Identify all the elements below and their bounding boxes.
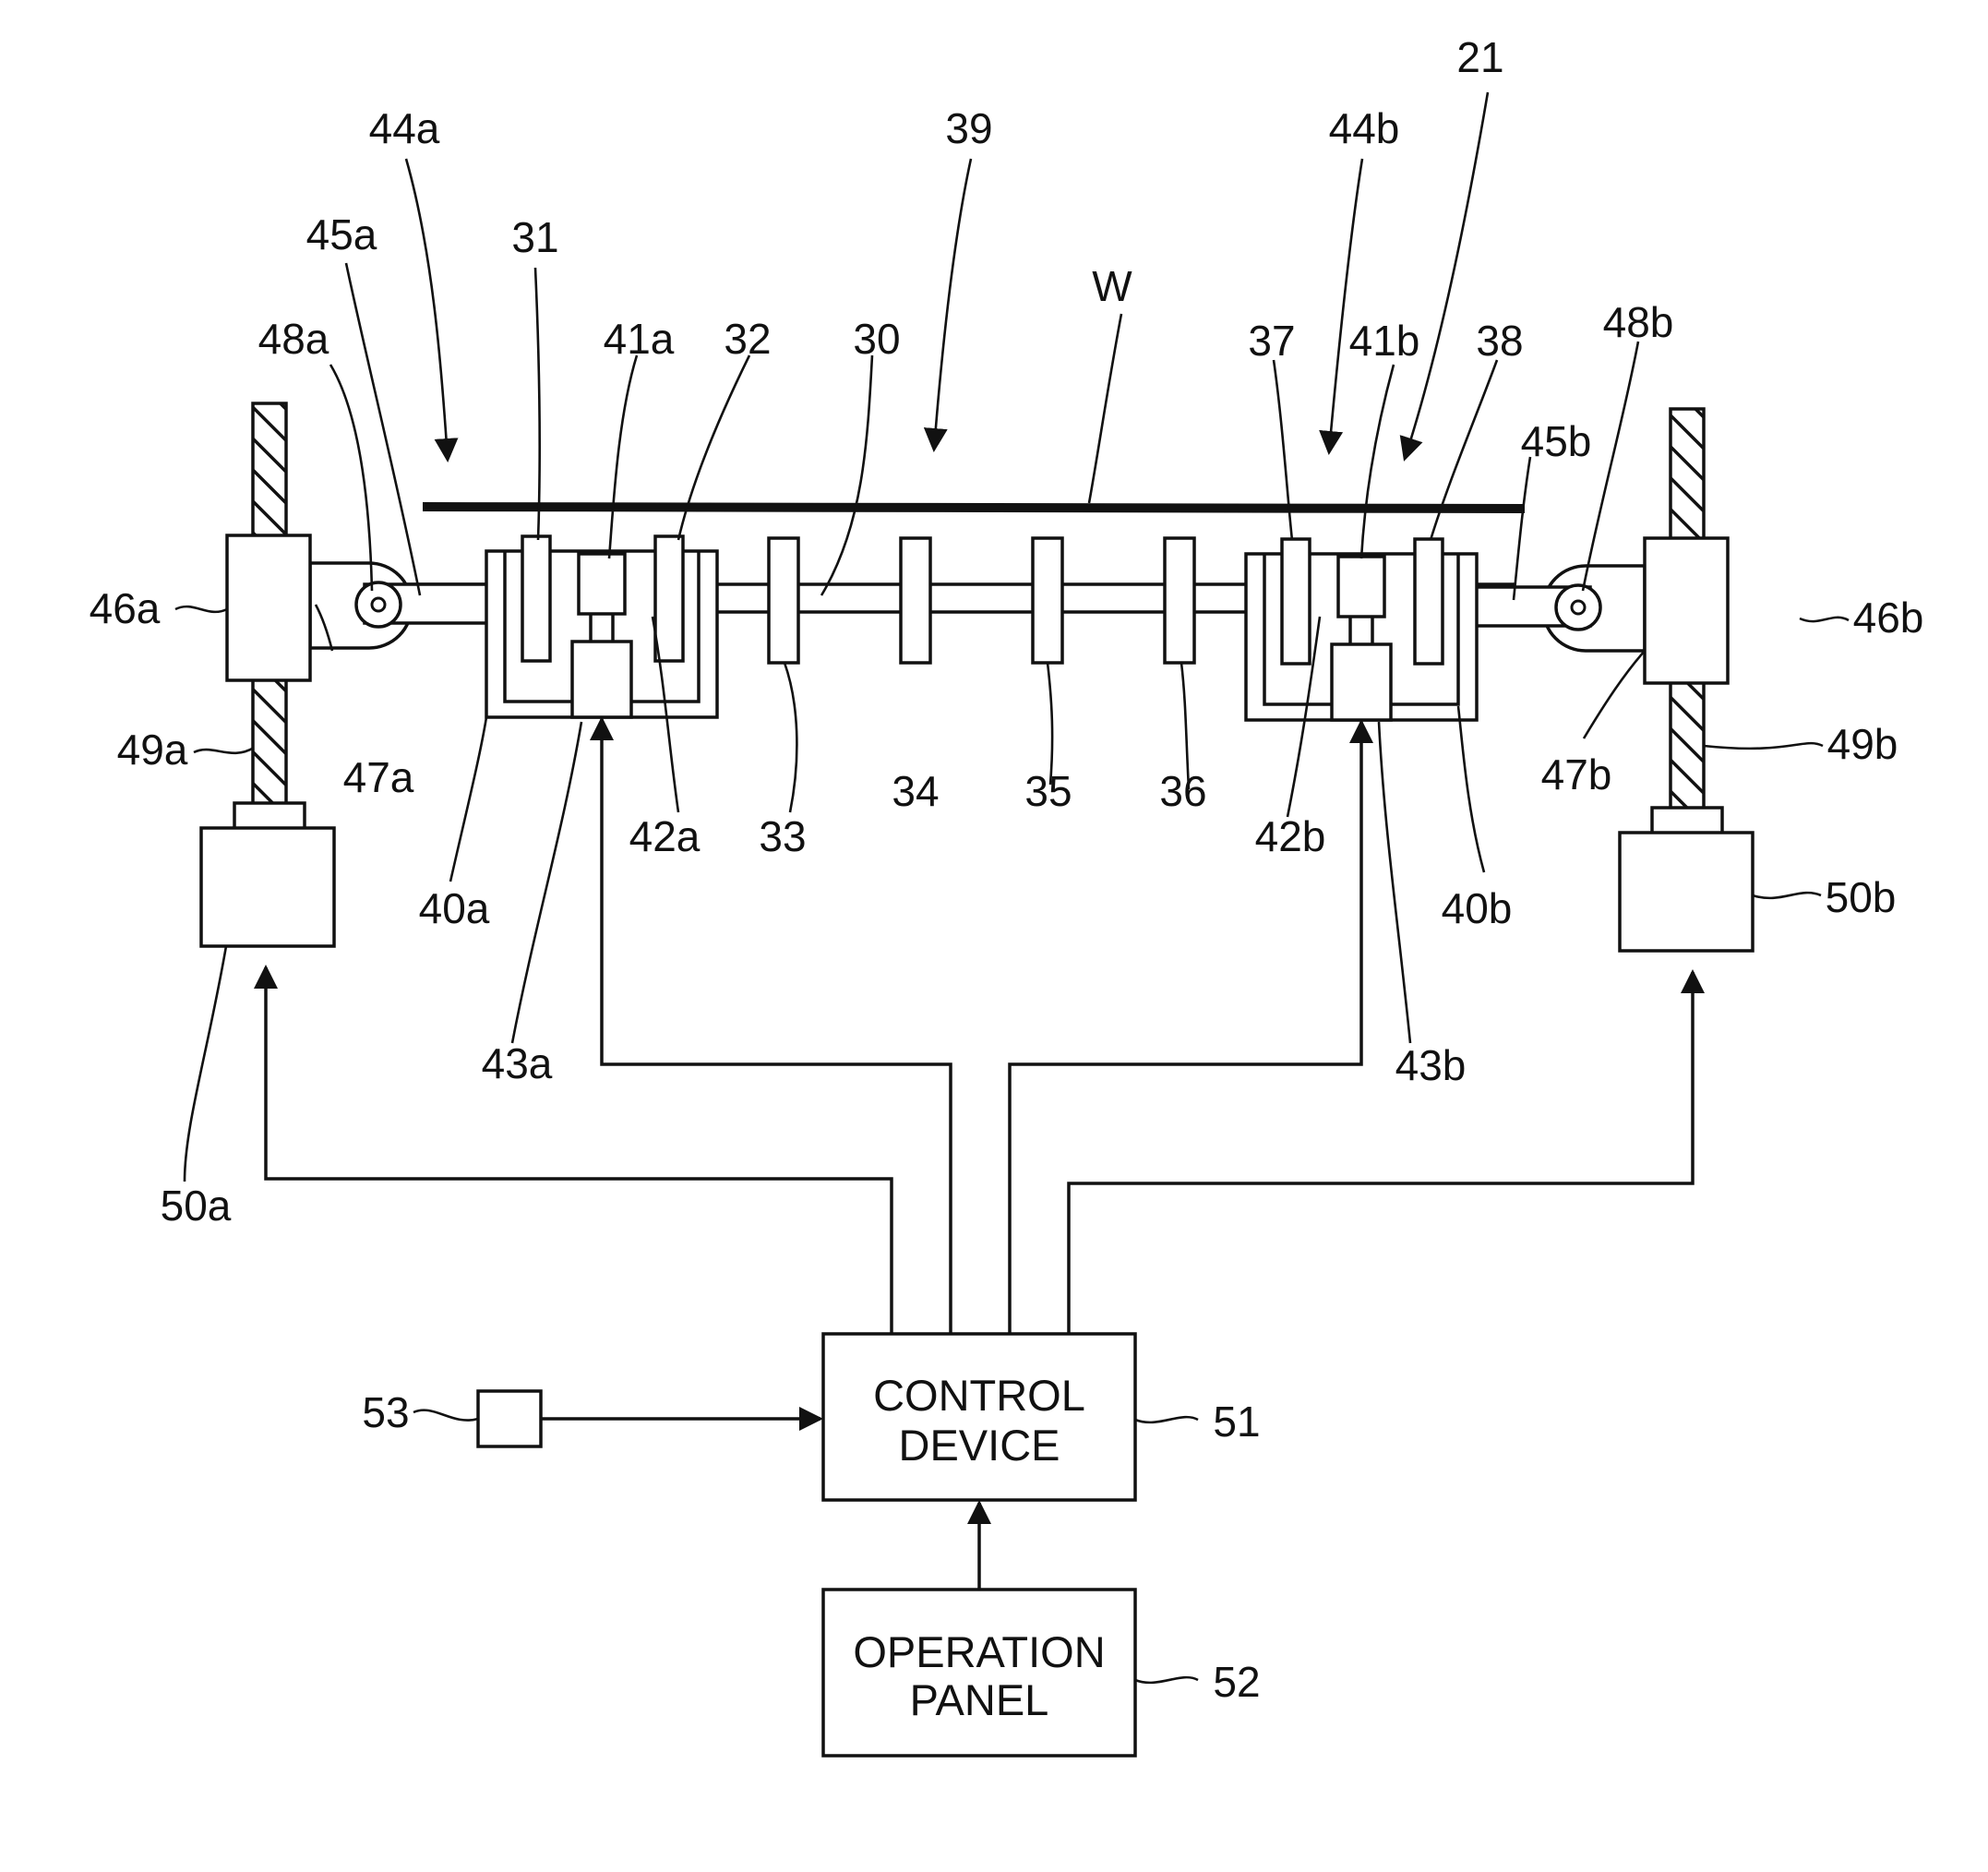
label-40b: 40b bbox=[1442, 884, 1513, 932]
label-21: 21 bbox=[1456, 33, 1503, 81]
label-49b: 49b bbox=[1827, 720, 1898, 768]
label-51: 51 bbox=[1213, 1398, 1260, 1446]
coupling-50a bbox=[234, 803, 305, 829]
label-W: W bbox=[1092, 262, 1132, 310]
label-33: 33 bbox=[759, 812, 806, 860]
label-53: 53 bbox=[362, 1388, 409, 1436]
arm-left bbox=[310, 563, 489, 648]
operation-panel-line2: PANEL bbox=[910, 1675, 1049, 1724]
label-41a: 41a bbox=[604, 315, 675, 363]
roller-35 bbox=[1033, 538, 1062, 663]
label-30: 30 bbox=[853, 315, 900, 363]
label-43b: 43b bbox=[1395, 1041, 1467, 1089]
label-38: 38 bbox=[1476, 317, 1523, 365]
sensor-53 bbox=[478, 1391, 541, 1446]
label-45b: 45b bbox=[1521, 417, 1592, 465]
operation-panel-line1: OPERATION bbox=[853, 1627, 1105, 1676]
housing-40a bbox=[486, 536, 717, 717]
control-device-line1: CONTROL bbox=[873, 1371, 1085, 1420]
label-39: 39 bbox=[945, 104, 992, 152]
roller-34 bbox=[901, 538, 930, 663]
lift-block-46a bbox=[227, 535, 310, 680]
label-42b: 42b bbox=[1255, 812, 1326, 860]
label-45a: 45a bbox=[306, 210, 377, 258]
housing-40b bbox=[1246, 539, 1477, 720]
label-44b: 44b bbox=[1329, 104, 1400, 152]
roller-33 bbox=[769, 538, 798, 663]
label-46b: 46b bbox=[1853, 594, 1924, 642]
label-44a: 44a bbox=[369, 104, 440, 152]
label-50b: 50b bbox=[1826, 873, 1897, 921]
lift-block-46b bbox=[1645, 538, 1728, 683]
roller-36 bbox=[1165, 538, 1194, 663]
label-34: 34 bbox=[892, 767, 939, 815]
label-32: 32 bbox=[724, 315, 771, 363]
label-31: 31 bbox=[511, 213, 558, 261]
label-52: 52 bbox=[1213, 1658, 1260, 1706]
label-40a: 40a bbox=[419, 884, 490, 932]
label-49a: 49a bbox=[117, 726, 188, 774]
label-42a: 42a bbox=[629, 812, 701, 860]
label-46a: 46a bbox=[90, 584, 161, 632]
label-36: 36 bbox=[1159, 767, 1206, 815]
label-50a: 50a bbox=[161, 1182, 232, 1230]
motor-50b bbox=[1620, 833, 1753, 951]
label-48a: 48a bbox=[258, 315, 329, 363]
label-47a: 47a bbox=[343, 753, 414, 801]
label-41b: 41b bbox=[1349, 317, 1420, 365]
motor-50a bbox=[201, 828, 334, 946]
label-37: 37 bbox=[1248, 317, 1295, 365]
arm-right bbox=[1466, 566, 1645, 651]
label-43a: 43a bbox=[482, 1039, 553, 1087]
label-47b: 47b bbox=[1541, 750, 1612, 798]
label-48b: 48b bbox=[1603, 298, 1674, 346]
coupling-50b bbox=[1652, 808, 1722, 834]
label-35: 35 bbox=[1024, 767, 1072, 815]
control-device-line2: DEVICE bbox=[899, 1421, 1060, 1470]
substrate-w bbox=[423, 507, 1525, 509]
